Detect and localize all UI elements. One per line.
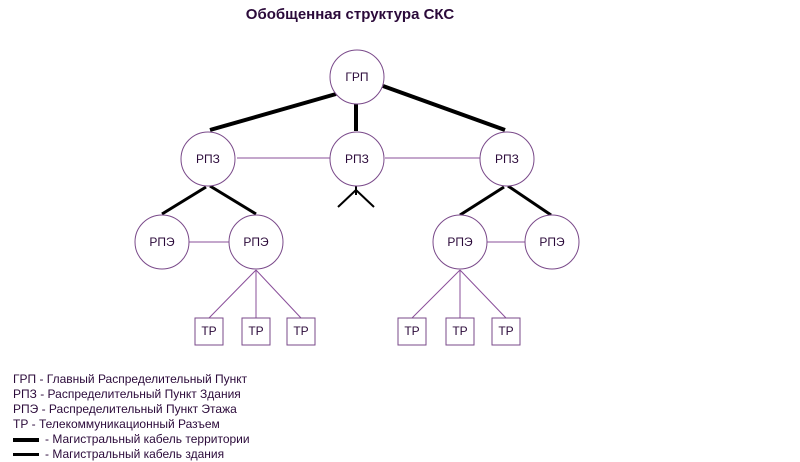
rpe-node-3-label: РПЭ <box>447 235 473 249</box>
legend-item-grp: ГРП - Главный Распределительный Пункт <box>13 372 250 387</box>
tr-link-3 <box>255 269 302 319</box>
rpz-node-right: РПЗ <box>479 131 535 187</box>
rpe-node-4-label: РПЭ <box>539 235 565 249</box>
building-cable-1 <box>161 185 207 216</box>
rpe-node-2: РПЭ <box>228 214 284 270</box>
building-cable-swatch <box>13 453 39 456</box>
tr-link-6 <box>459 269 507 319</box>
building-cable-3 <box>459 185 505 217</box>
tr-link-4 <box>411 269 461 319</box>
tr-node-1-label: ТР <box>201 324 216 338</box>
rpz-node-left: РПЗ <box>180 131 236 187</box>
rpz-node-center-label: РПЗ <box>345 152 369 166</box>
legend-item-territory-cable: - Магистральный кабель территории <box>13 432 250 447</box>
tr-node-6: ТР <box>491 317 521 346</box>
rpe-node-2-label: РПЭ <box>243 235 269 249</box>
territory-cable-swatch <box>13 437 39 442</box>
rpz-node-center: РПЗ <box>329 131 385 187</box>
tr-node-4: ТР <box>397 317 427 346</box>
tr-node-3-label: ТР <box>293 324 308 338</box>
tr-node-1: ТР <box>194 317 224 346</box>
legend-tr-text: ТР - Телекоммуникационный Разъем <box>13 417 220 431</box>
legend-item-building-cable: - Магистральный кабель здания <box>13 447 250 462</box>
grp-node: ГРП <box>329 49 385 105</box>
territory-cable-right <box>382 84 506 132</box>
legend-rpz-text: РПЗ - Распределительный Пункт Здания <box>13 387 241 401</box>
legend-item-tr: ТР - Телекоммуникационный Разъем <box>13 417 250 432</box>
legend-grp-text: ГРП - Главный Распределительный Пункт <box>13 372 248 386</box>
rpe-node-4: РПЭ <box>524 214 580 270</box>
sks-structure-diagram: ГРП РПЗ РПЗ РПЗ РПЭ РПЭ РПЭ РПЭ ТР ТР ТР <box>134 49 580 346</box>
tr-node-5: ТР <box>445 317 475 346</box>
rpe-node-1: РПЭ <box>134 214 190 270</box>
tr-node-3: ТР <box>286 317 316 346</box>
rpz-node-left-label: РПЗ <box>196 152 220 166</box>
legend-rpe-text: РПЭ - Распределительный Пункт Этажа <box>13 402 237 416</box>
legend-building-cable-text: - Магистральный кабель здания <box>45 447 225 461</box>
rpe-node-1-label: РПЭ <box>149 235 175 249</box>
antenna-left <box>337 189 357 208</box>
legend: ГРП - Главный Распределительный Пункт РП… <box>13 372 250 462</box>
tr-node-6-label: ТР <box>498 324 513 338</box>
legend-item-rpe: РПЭ - Распределительный Пункт Этажа <box>13 402 250 417</box>
antenna-right <box>355 189 375 208</box>
tr-node-5-label: ТР <box>452 324 467 338</box>
rpe-node-3: РПЭ <box>432 214 488 270</box>
legend-territory-cable-text: - Магистральный кабель территории <box>45 432 250 446</box>
building-cable-4 <box>507 184 552 217</box>
tr-node-4-label: ТР <box>404 324 419 338</box>
page-title: Обобщенная структура СКС <box>245 6 455 23</box>
legend-item-rpz: РПЗ - Распределительный Пункт Здания <box>13 387 250 402</box>
building-cable-2 <box>209 184 257 216</box>
grp-node-label: ГРП <box>345 70 368 84</box>
tr-link-1 <box>208 269 257 319</box>
rpz-node-right-label: РПЗ <box>495 152 519 166</box>
tr-node-2: ТР <box>241 317 271 346</box>
tr-node-2-label: ТР <box>248 324 263 338</box>
territory-cable-left <box>209 92 337 132</box>
